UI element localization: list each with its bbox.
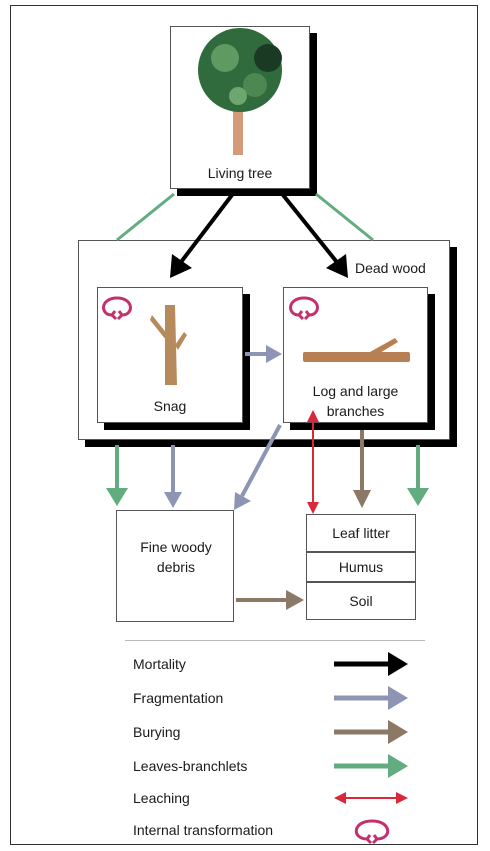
fragmentation-arrows — [164, 345, 282, 510]
soil-box — [306, 582, 416, 620]
soil-label: Soil — [349, 593, 373, 609]
legend-label-fragmentation: Fragmentation — [133, 690, 224, 706]
tree-canopy-highlight — [211, 44, 239, 72]
leaf-litter-box — [306, 514, 416, 552]
living-tree-label: Living tree — [207, 165, 273, 181]
legend-label-leaves-branchlets: Leaves-branchlets — [133, 758, 248, 774]
legend-label-internal-transformation: Internal transformation — [133, 822, 274, 838]
snag-illustration — [150, 305, 187, 385]
leaves-branchlets-arrows — [106, 445, 429, 506]
humus-label: Humus — [338, 559, 384, 575]
legend-mortality-arrow — [334, 652, 408, 676]
legend-fragmentation-arrow — [334, 686, 408, 710]
humus-box — [306, 552, 416, 582]
legend-label-mortality: Mortality — [133, 656, 186, 672]
legend-internal-transformation-icon — [354, 819, 390, 845]
tree-canopy-highlight — [229, 87, 247, 105]
leaf-litter-label: Leaf litter — [332, 525, 390, 541]
log-illustration — [303, 338, 410, 362]
fine-woody-debris-box — [116, 510, 234, 622]
leaching-arrow — [307, 410, 319, 514]
tree-canopy-highlight — [243, 73, 267, 97]
burying-arrows — [236, 430, 371, 610]
internal-transformation-icons — [102, 296, 319, 321]
dead-wood-label: Dead wood — [355, 260, 426, 276]
legend-divider — [125, 640, 425, 641]
legend-label-burying: Burying — [133, 724, 181, 740]
legend-label-leaching: Leaching — [133, 790, 190, 806]
tree-trunk — [233, 100, 243, 155]
legend-leaching-arrow — [334, 792, 408, 804]
snag-label: Snag — [153, 398, 187, 414]
tree-illustration — [198, 28, 282, 155]
fine-woody-debris-label: Fine woody debris — [140, 539, 212, 575]
legend-burying-arrow — [334, 720, 408, 744]
mortality-arrows — [170, 193, 348, 278]
legend-leaves-branchlets-arrow — [334, 754, 408, 778]
leaves-branchlets-lines — [116, 192, 374, 242]
tree-canopy-shade — [254, 44, 282, 72]
log-label: Log and large branches — [312, 383, 399, 419]
legend-symbols — [334, 652, 408, 845]
